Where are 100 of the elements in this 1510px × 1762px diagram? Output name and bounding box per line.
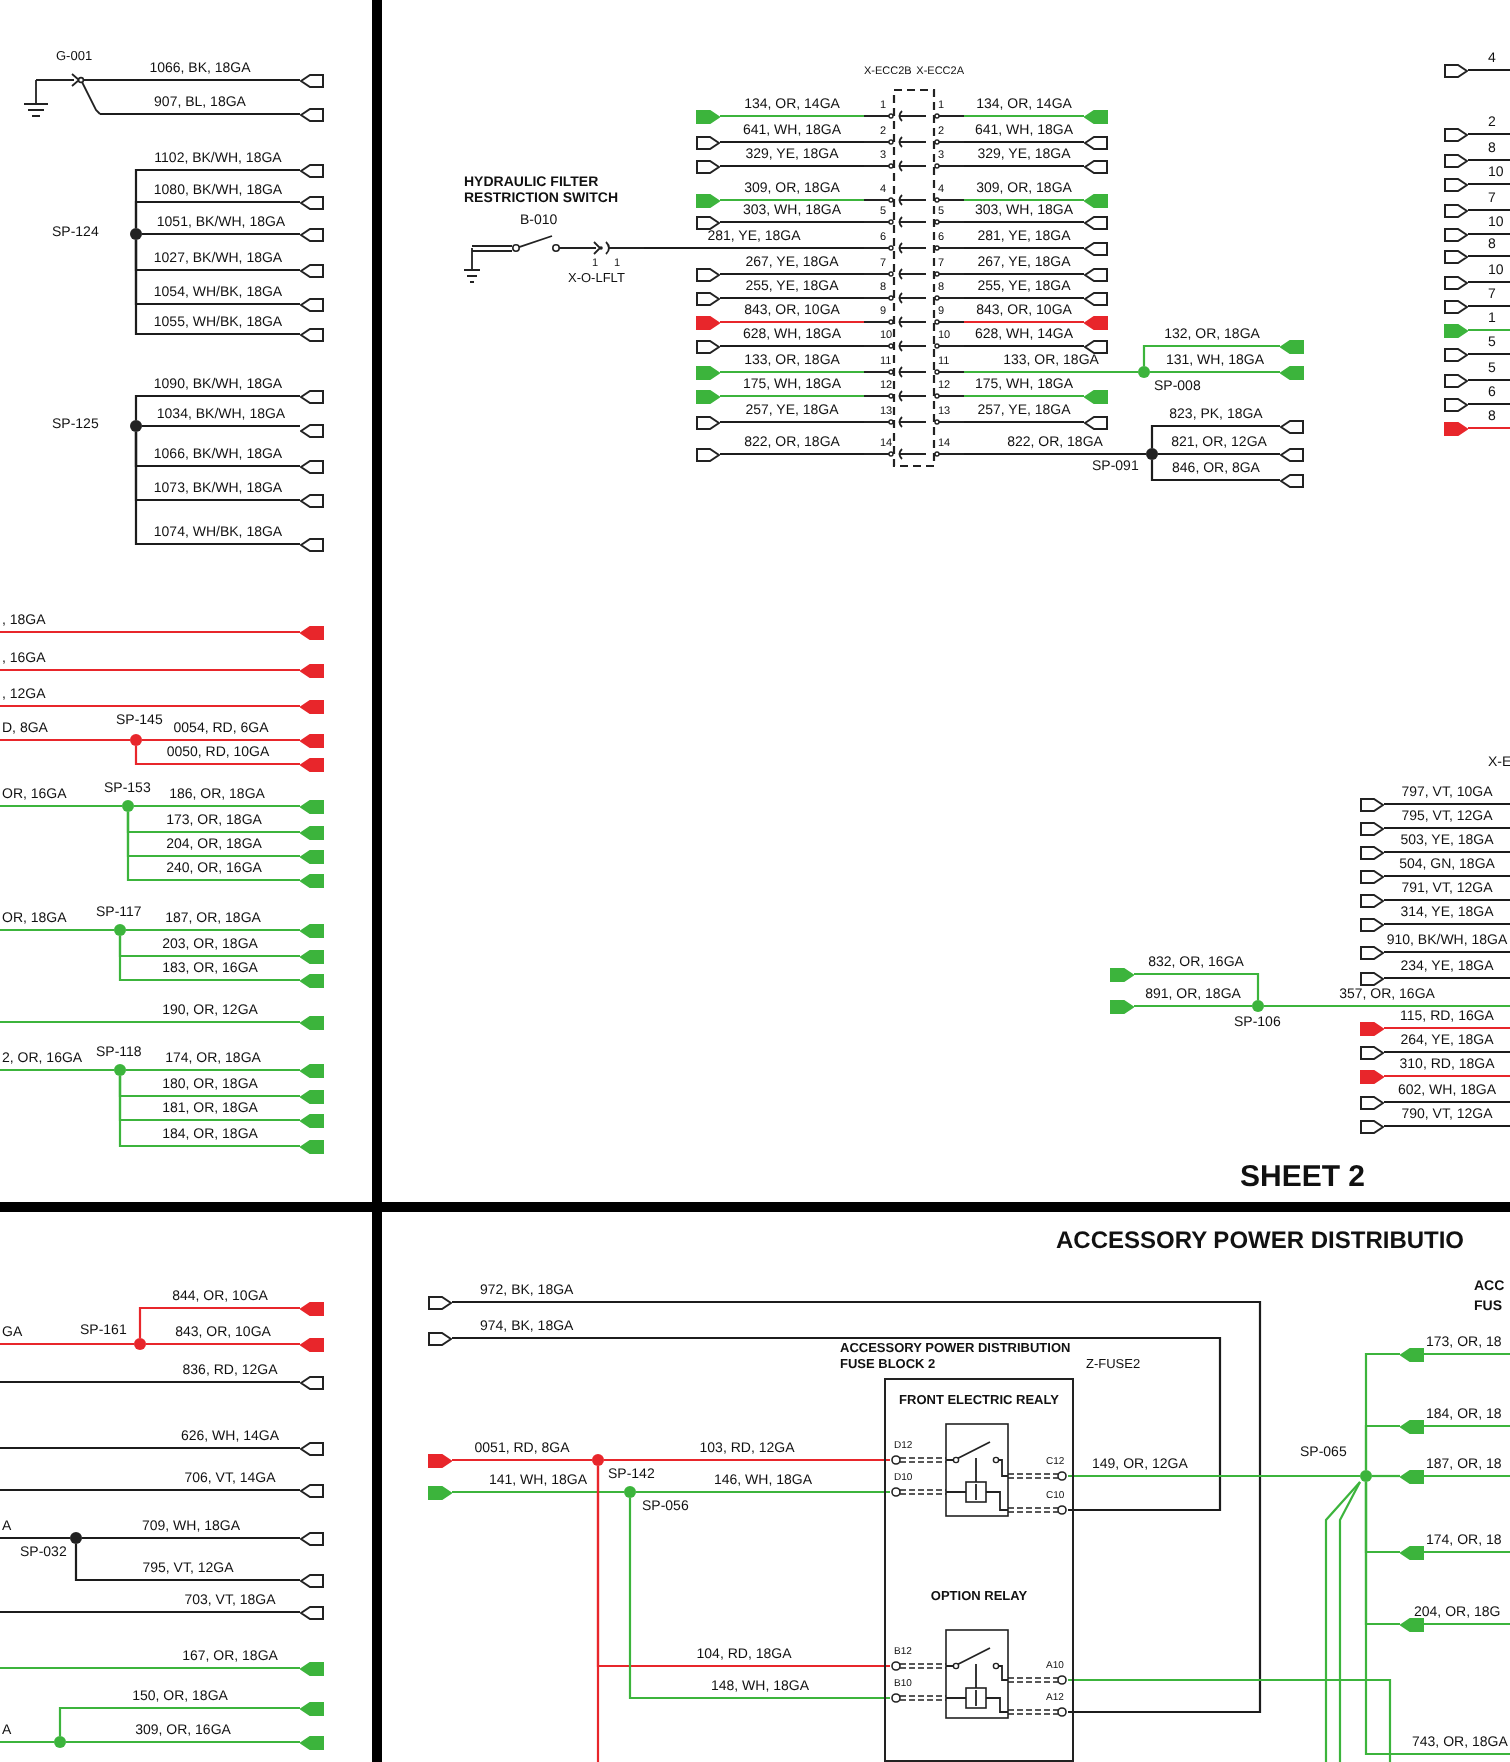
plug-terminal: [300, 973, 324, 987]
wire: [1424, 1474, 1510, 1478]
plug-terminal: [696, 365, 720, 379]
splice-dot: [1146, 448, 1158, 460]
plug-terminal: [1400, 1545, 1424, 1559]
plug-terminal: [1084, 389, 1108, 403]
plug-terminal: [300, 1063, 324, 1077]
plug-terminal: [300, 227, 324, 241]
plug-terminal: [300, 1015, 324, 1029]
plug-terminal: [696, 315, 720, 329]
plug-terminal: [1280, 419, 1304, 433]
wire: [1384, 1074, 1510, 1078]
plug-terminal: [1444, 177, 1468, 191]
splice-dot: [54, 1736, 66, 1748]
plug-terminal: [1110, 967, 1134, 981]
plug-terminal: [1360, 893, 1384, 907]
wire: [142, 738, 300, 742]
plug-terminal: [696, 193, 720, 207]
plug-terminal: [300, 163, 324, 177]
plug-terminal: [300, 263, 324, 277]
wire: [1158, 452, 1280, 456]
plug-terminal: [1444, 373, 1468, 387]
plug-terminal: [1444, 227, 1468, 241]
wire: [1384, 802, 1510, 806]
wire: [146, 1342, 300, 1346]
plug-terminal: [1444, 323, 1468, 337]
wire: [1364, 1482, 1510, 1756]
wire: [0, 1666, 300, 1670]
wire: [1468, 182, 1510, 186]
wire: [134, 746, 300, 766]
wire: [1324, 1481, 1361, 1762]
splice-dot: [130, 420, 142, 432]
wire: [720, 114, 864, 118]
splice-dot: [70, 1532, 82, 1544]
wire: [74, 1544, 300, 1582]
wire: [1150, 370, 1280, 374]
wire: [1384, 1124, 1510, 1128]
wire: [644, 246, 864, 250]
plug-terminal: [1084, 315, 1108, 329]
plug-terminal: [1400, 1419, 1424, 1433]
wire: [1134, 972, 1260, 1000]
plug-terminal: [1084, 291, 1108, 305]
wire: [628, 1498, 890, 1700]
wire: [720, 140, 864, 144]
plug-terminal: [300, 1375, 324, 1389]
plug-terminal: [300, 1301, 324, 1315]
wire: [100, 112, 300, 116]
section-title: ACCESSORY POWER DISTRIBUTIO: [1056, 1228, 1465, 1256]
plug-terminal: [300, 1735, 324, 1749]
wire: [1424, 1550, 1510, 1554]
plug-terminal: [1360, 945, 1384, 959]
plug-terminal: [1360, 971, 1384, 985]
plug-terminal: [300, 1605, 324, 1619]
plug-terminal: [300, 195, 324, 209]
plug-terminal: [428, 1453, 452, 1467]
plug-terminal: [300, 1573, 324, 1587]
wire: [1372, 1474, 1400, 1478]
plug-terminal: [1400, 1617, 1424, 1631]
plug-terminal: [428, 1295, 452, 1309]
wire: [0, 1068, 114, 1072]
splice-dot: [114, 1064, 126, 1076]
wire: [0, 1488, 300, 1492]
plug-terminal: [1360, 797, 1384, 811]
wire: [596, 1466, 600, 1762]
wire: [126, 812, 300, 882]
plug-terminal: [1444, 397, 1468, 411]
plug-terminal: [1360, 1095, 1384, 1109]
wire: [636, 1490, 890, 1494]
wire: [1384, 922, 1510, 926]
wire: [1150, 424, 1280, 448]
wire: [964, 394, 1084, 398]
wire: [964, 370, 1138, 374]
wire: [1468, 208, 1510, 212]
plug-terminal: [1084, 339, 1108, 353]
plug-terminal: [300, 1113, 324, 1127]
wire: [1150, 460, 1280, 482]
wire: [0, 738, 130, 742]
wire: [964, 320, 1084, 324]
wire: [0, 1446, 300, 1450]
plug-terminal: [428, 1331, 452, 1345]
wire: [1068, 1474, 1360, 1478]
plug-terminal: [300, 873, 324, 887]
wire: [720, 272, 864, 276]
wire: [964, 164, 1084, 168]
wire: [964, 220, 1084, 224]
wire: [1384, 826, 1510, 830]
plug-terminal: [1360, 1021, 1384, 1035]
plug-terminal: [300, 107, 324, 121]
plug-terminal: [1360, 869, 1384, 883]
plug-terminal: [1444, 249, 1468, 263]
wire: [720, 164, 864, 168]
wire: [1134, 1004, 1252, 1008]
wire: [452, 1458, 592, 1462]
wire: [452, 1490, 624, 1494]
splice-dot: [1360, 1470, 1372, 1482]
wire: [1364, 1424, 1400, 1470]
plug-terminal: [300, 733, 324, 747]
splice-dot: [134, 1338, 146, 1350]
wire: [126, 928, 300, 932]
plug-terminal: [300, 1139, 324, 1153]
